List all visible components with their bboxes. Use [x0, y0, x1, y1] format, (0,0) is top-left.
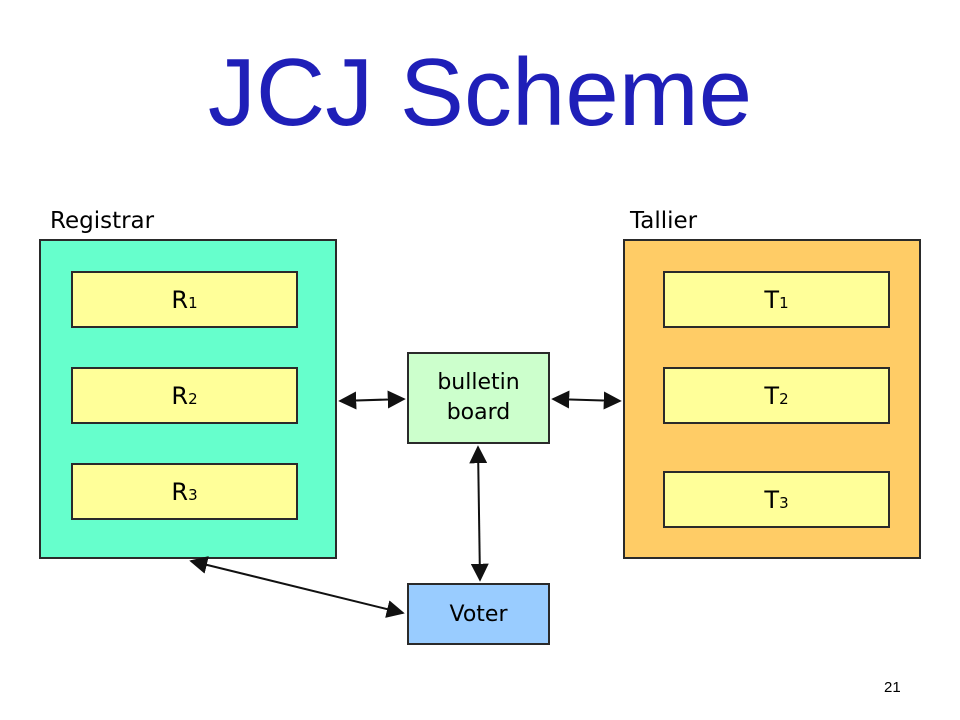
tallier-member-2-index: 2: [779, 389, 789, 408]
tallier-member-1-index: 1: [779, 293, 789, 312]
tallier-member-3-index: 3: [779, 493, 789, 512]
bulletin-board-line1: bulletin: [437, 370, 520, 395]
arrow-registrar-bulletin: [338, 390, 406, 410]
registrar-member-1-index: 1: [188, 293, 198, 312]
tallier-member-3-letter: T: [764, 485, 780, 514]
tallier-member-1-letter: T: [764, 285, 780, 314]
registrar-member-2-index: 2: [188, 389, 198, 408]
registrar-member-1-letter: R: [171, 285, 189, 314]
tallier-member-2-letter: T: [764, 381, 780, 410]
slide-title: JCJ Scheme: [207, 39, 753, 146]
registrar-label: Registrar: [50, 208, 155, 234]
arrow-voter-registrar: [189, 556, 405, 618]
bulletin-board: bulletin board: [407, 352, 550, 444]
registrar-member-3-index: 3: [188, 485, 198, 504]
page-number: 21: [884, 679, 901, 696]
registrar-member-3-letter: R: [171, 477, 189, 506]
voter-box: Voter: [407, 583, 550, 645]
arrow-bulletin-voter: [469, 445, 489, 582]
arrow-bulletin-tallier: [551, 390, 622, 410]
bulletin-board-line2: board: [446, 400, 511, 425]
registrar-member-2-letter: R: [171, 381, 189, 410]
tallier-label: Tallier: [630, 208, 698, 234]
